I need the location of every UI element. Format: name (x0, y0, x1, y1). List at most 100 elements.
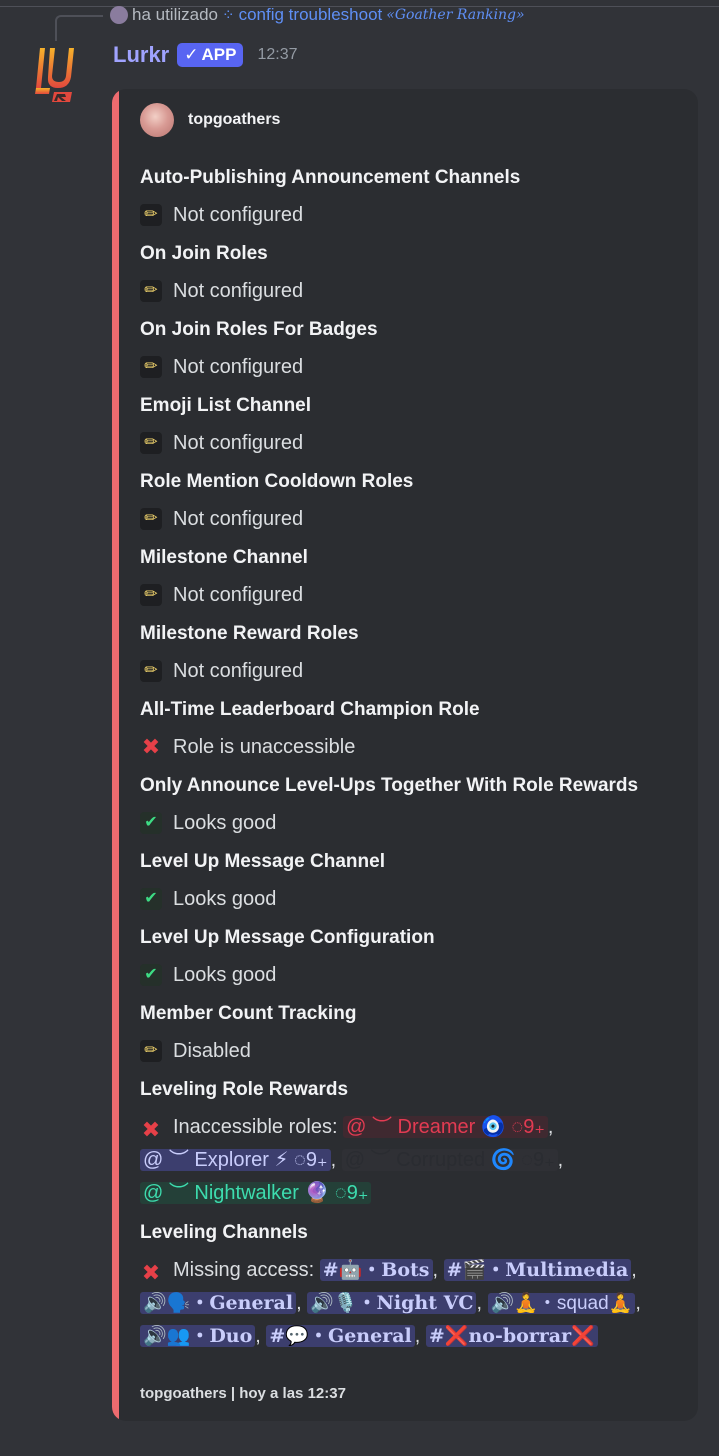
field-value: ✖ Role is unaccessible (140, 733, 680, 771)
field-value-text: Not configured (173, 356, 304, 378)
embed-author-name: topgoathers (188, 111, 281, 128)
field-value: ✏ Not configured (140, 277, 680, 315)
field-value-text: Looks good (173, 964, 277, 986)
embed-field: Level Up Message Configuration ✔ Looks goo… (140, 923, 680, 999)
field-value: ✏ Not configured (140, 201, 680, 239)
field-value: ✏Not configured (140, 353, 680, 391)
embed-field: On Join Roles For Badges ✏Not configured (140, 315, 680, 391)
app-badge: ✓APP (177, 43, 244, 67)
role-mention[interactable]: @ ︶ Dreamer 🧿 ◌9₊ (343, 1116, 548, 1138)
field-name: Level Up Message Channel (140, 851, 385, 872)
field-value-text: Looks good (173, 888, 277, 910)
field-value-text: Not configured (173, 280, 304, 302)
field-value-text: Role is unaccessible (173, 736, 356, 758)
message-header: Lurkr ✓APP 12:37 (113, 42, 298, 68)
reply-user-avatar[interactable] (110, 6, 128, 24)
embed-field: Only Announce Level-Ups Together With Ro… (140, 771, 680, 847)
field-name: On Join Roles (140, 243, 268, 264)
embed-field: Milestone Reward Roles ✏ Not configured (140, 619, 680, 695)
check-icon: ✔ (140, 964, 162, 986)
verified-check-icon: ✓ (184, 45, 199, 64)
embed-field: Auto-Publishing Announcement Channels ✏ No… (140, 163, 680, 239)
lurkr-avatar[interactable] (32, 44, 80, 104)
top-divider (0, 6, 719, 7)
reply-connector (55, 15, 103, 41)
channel-mention[interactable]: #🤖・Bots (319, 1259, 433, 1281)
field-value-text: Not configured (173, 584, 304, 606)
field-value: ✏Not configured (140, 429, 680, 467)
check-icon: ✔ (140, 888, 162, 910)
field-leveling-role-rewards: Leveling Role Rewards ✖Inaccessible role… (140, 1075, 680, 1210)
field-leveling-channels: Leveling Channels ✖ Missing access: #🤖・Bo… (140, 1218, 680, 1353)
reply-server-name: Goather Ranking (394, 7, 517, 23)
embed-fields: Auto-Publishing Announcement Channels ✏ No… (140, 163, 680, 1353)
field-name: Only Announce Level-Ups Together With Ro… (140, 775, 639, 796)
cross-icon: ✖ (141, 734, 161, 759)
field-name: Emoji List Channel (140, 395, 312, 416)
embed-field: All-Time Leaderboard Champion Role ✖ Role … (140, 695, 680, 771)
command-icon: ⁘ (222, 7, 235, 24)
field-name: Leveling Channels (140, 1222, 308, 1243)
embed: topgoathers Auto-Publishing Announcement… (112, 89, 698, 1421)
field-value-text: Looks good (173, 812, 277, 834)
role-mention[interactable]: @ ︶ Explorer ⚡ ◌9₊ (140, 1149, 331, 1171)
embed-field: Role Mention Cooldown Roles ✏ Not configur… (140, 467, 680, 543)
username[interactable]: Lurkr (113, 42, 170, 67)
simple-field-list: Auto-Publishing Announcement Channels ✏ No… (140, 163, 680, 1075)
pencil-icon: ✏ (140, 660, 162, 682)
embed-field: Milestone Channel ✏ Not configured (140, 543, 680, 619)
app-badge-label: APP (201, 45, 237, 64)
field-name: Auto-Publishing Announcement Channels (140, 167, 521, 188)
embed-footer: topgoathers | hoy a las 12:37 (140, 1385, 346, 1402)
reply-server-tag: «Goather Ranking» (386, 7, 525, 23)
field-value: ✏ Disabled (140, 1037, 680, 1075)
pencil-icon: ✏ (140, 280, 162, 302)
field-name: Level Up Message Configuration (140, 927, 435, 948)
command-reply-header[interactable]: ha utilizado ⁘ config troubleshoot «Goat… (110, 4, 525, 26)
pencil-icon: ✏ (140, 1040, 162, 1062)
reply-command[interactable]: config troubleshoot (238, 5, 383, 24)
cross-icon: ✖ (141, 1117, 161, 1142)
field-value: ✖Missing access: #🤖・Bots, #🎬・Multimedia,… (140, 1259, 641, 1347)
role-mention[interactable]: @ ︶ Corrupted 🌀 ◌9₊ (341, 1149, 558, 1171)
channel-mention[interactable]: #💬・General (266, 1325, 415, 1347)
check-icon: ✔ (140, 812, 162, 834)
channel-mention[interactable]: 🔊🧘・squad🧘 (487, 1293, 636, 1314)
pencil-icon: ✏ (140, 584, 162, 606)
channel-mention[interactable]: #🎬・Multimedia (443, 1259, 632, 1281)
field-value: ✏ Not configured (140, 581, 680, 619)
field-value-prefix: Inaccessible roles: (173, 1116, 338, 1138)
field-value-text: Disabled (173, 1040, 251, 1062)
reply-user-text: ha utilizado (132, 5, 219, 24)
field-value-text: Not configured (173, 204, 304, 226)
pencil-icon: ✏ (140, 508, 162, 530)
embed-author: topgoathers (140, 103, 280, 137)
field-name: On Join Roles For Badges (140, 319, 378, 340)
field-value: ✏ Not configured (140, 505, 680, 543)
channel-mention[interactable]: 🔊🎙️・Night VC (307, 1292, 477, 1314)
pencil-icon: ✏ (140, 204, 162, 226)
field-value: ✔ Looks good (140, 885, 680, 923)
field-name: Milestone Reward Roles (140, 623, 359, 644)
field-name: Member Count Tracking (140, 1003, 357, 1024)
embed-field: On Join Roles ✏ Not configured (140, 239, 680, 315)
channel-mention[interactable]: 🔊👥・Duo (140, 1325, 256, 1347)
embed-field: Member Count Tracking ✏ Disabled (140, 999, 680, 1075)
field-value-prefix: Missing access: (173, 1259, 315, 1281)
message-timestamp[interactable]: 12:37 (257, 46, 298, 63)
embed-author-avatar (140, 103, 174, 137)
field-value-text: Not configured (173, 660, 304, 682)
pencil-icon: ✏ (140, 432, 162, 454)
field-value: ✔ Looks good (140, 961, 680, 999)
field-value: ✏ Not configured (140, 657, 680, 695)
cross-icon: ✖ (141, 1260, 161, 1285)
field-name: Milestone Channel (140, 547, 308, 568)
field-name: Role Mention Cooldown Roles (140, 471, 414, 492)
role-mention[interactable]: @ ︶ Nightwalker 🔮 ◌9₊ (140, 1182, 372, 1204)
field-value-text: Not configured (173, 508, 304, 530)
field-value: ✖Inaccessible roles: @ ︶ Dreamer 🧿 ◌9₊, … (140, 1116, 564, 1204)
embed-accent-bar (112, 89, 119, 1421)
channel-mention[interactable]: #❌no-borrar❌ (425, 1325, 598, 1347)
channel-mention[interactable]: 🔊🗣️・General (140, 1292, 297, 1314)
field-name: All-Time Leaderboard Champion Role (140, 699, 480, 720)
